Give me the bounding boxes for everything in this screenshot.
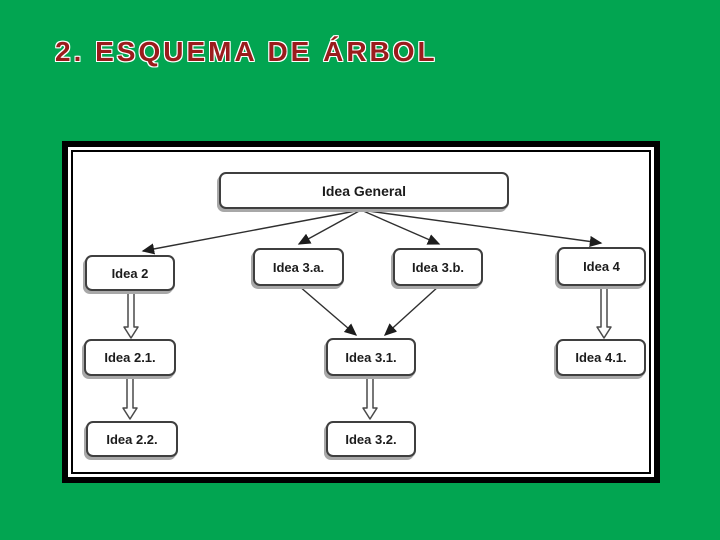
arrow-general-to-idea2 (141, 209, 362, 255)
node-idea-4: Idea 4 (557, 247, 646, 286)
arrow-general-to-idea4 (360, 209, 603, 248)
block-arrow-idea4-to-idea41 (596, 284, 612, 339)
arrow-general-to-idea3a (297, 209, 362, 245)
node-idea-general: Idea General (219, 172, 509, 209)
arrow-idea3a-to-idea31 (298, 285, 358, 336)
block-arrow-idea21-to-idea22 (122, 374, 138, 420)
node-idea-3a: Idea 3.a. (253, 248, 344, 286)
node-idea-2-1: Idea 2.1. (84, 339, 176, 376)
page-title: 2. ESQUEMA DE ÁRBOL (55, 36, 438, 67)
diagram-canvas: Idea General Idea 2 Idea 3.a. Idea 3.b. … (71, 150, 651, 474)
node-idea-3-2: Idea 3.2. (326, 421, 416, 457)
node-idea-3-1: Idea 3.1. (326, 338, 416, 376)
node-idea-4-1: Idea 4.1. (556, 339, 646, 376)
diagram-arrows (122, 209, 612, 420)
node-idea-3b: Idea 3.b. (393, 248, 483, 286)
arrow-general-to-idea3b (360, 209, 441, 245)
diagram-frame: Idea General Idea 2 Idea 3.a. Idea 3.b. … (62, 141, 660, 483)
node-idea-2-2: Idea 2.2. (86, 421, 178, 457)
block-arrow-idea2-to-idea21 (123, 289, 139, 339)
block-arrow-idea31-to-idea32 (362, 374, 378, 420)
node-idea-2: Idea 2 (85, 255, 175, 291)
arrow-idea3b-to-idea31 (383, 285, 440, 336)
